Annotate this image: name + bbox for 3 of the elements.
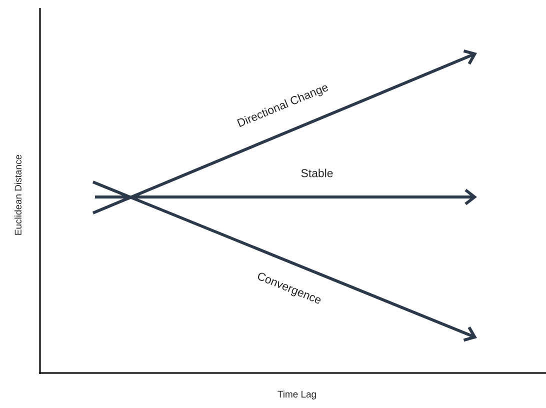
axis-title: Euclidean Distance (14, 154, 22, 235)
axis-title: Time Lag (278, 390, 316, 400)
trend-label: Stable (301, 168, 333, 178)
